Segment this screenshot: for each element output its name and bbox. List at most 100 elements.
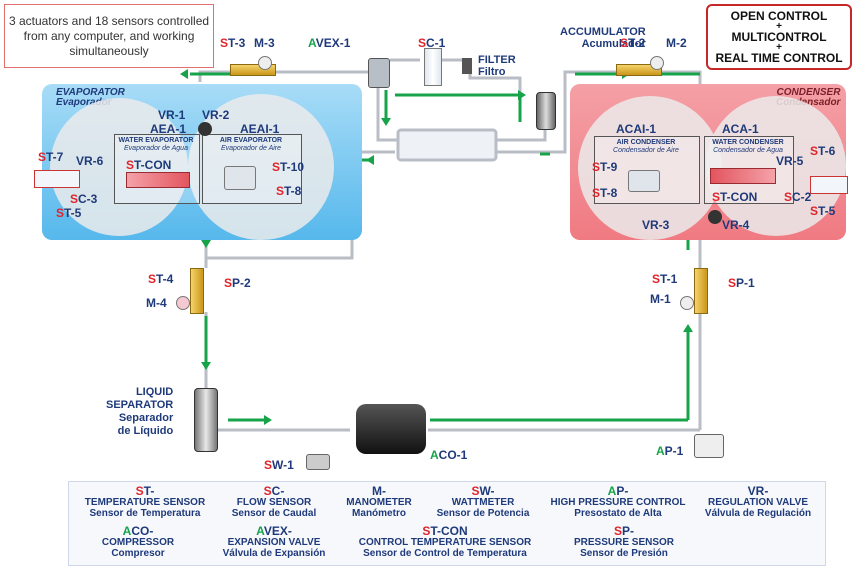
water-evaporator-sub: Evaporador de Agua	[124, 145, 188, 152]
tag-m1: M-1	[650, 292, 671, 306]
filter-icon	[462, 58, 472, 74]
air-condenser-label: AIR CONDENSER Condensador de Aire	[594, 139, 698, 155]
water-inlet-sign	[34, 170, 80, 188]
air-condenser-sub: Condensador de Aire	[613, 147, 679, 154]
condenser-subtitle: Condensador	[776, 97, 841, 108]
air-condenser-text: AIR CONDENSER	[616, 139, 676, 146]
tag-st1: ST-1	[652, 272, 678, 286]
tag-sc3: SC-3	[70, 192, 98, 206]
tag-st10: ST-10	[272, 160, 305, 174]
tag-aeai1: AEAI-1	[240, 122, 280, 136]
liquid-separator-label: LIQUID SEPARATOR Separador de Líquido	[106, 386, 173, 438]
tag-vr6: VR-6	[76, 154, 104, 168]
accumulator-text: ACCUMULATOR	[560, 26, 646, 38]
filter-label: FILTER Filtro	[478, 54, 516, 78]
tag-st5-e: ST-5	[56, 206, 82, 220]
evaporator-title-text: EVAPORATOR	[56, 87, 125, 98]
air-evaporator-text: AIR EVAPORATOR	[219, 137, 283, 144]
valve-icon-vr4	[708, 210, 722, 224]
filter-text: FILTER	[478, 54, 516, 66]
tag-stcon-c: ST-CON	[712, 190, 758, 204]
condenser-air-circle	[578, 96, 722, 240]
tag-st3: ST-3	[220, 36, 246, 50]
tag-vr4: VR-4	[722, 218, 750, 232]
air-evaporator-sub: Evaporador de Aire	[220, 145, 282, 152]
valve-icon-vr1	[198, 122, 212, 136]
water-evaporator-label: WATER EVAPORATOR Evaporador de Agua	[114, 137, 198, 153]
multicontrol-label: MULTICONTROL	[731, 30, 827, 44]
tag-acai1: ACAI-1	[616, 122, 657, 136]
filter-sub: Filtro	[478, 66, 506, 78]
tag-st7: ST-7	[38, 150, 64, 164]
tag-st8-c: ST-8	[592, 186, 618, 200]
tag-vr3: VR-3	[642, 218, 670, 232]
tag-sp2: SP-2	[224, 276, 251, 290]
plus-sign: +	[776, 42, 782, 53]
open-control-label: OPEN CONTROL	[730, 9, 828, 23]
tag-aca1: ACA-1	[722, 122, 759, 136]
evaporator-air-circle	[188, 94, 334, 240]
air-evaporator-label: AIR EVAPORATOR Evaporador de Aire	[202, 137, 300, 153]
flow-sensor-icon-sc1	[424, 48, 442, 86]
water-condenser-text: WATER CONDENSER	[712, 139, 784, 146]
accumulator-sub: Acumulador	[581, 38, 646, 50]
condenser-fan-icon	[628, 170, 660, 192]
accumulator-icon	[536, 92, 556, 130]
liquid-separator-icon	[194, 388, 218, 452]
info-note: 3 actuators and 18 sensors controlled fr…	[4, 4, 214, 68]
liquid-sep-line4: de Líquido	[117, 425, 174, 437]
water-evaporator-text: WATER EVAPORATOR	[118, 137, 194, 144]
water-evaporator-box	[114, 134, 200, 204]
condenser-water-circle	[706, 96, 846, 236]
condenser-title: CONDENSER Condensador	[776, 88, 840, 108]
tag-aco1: ACO-1	[430, 448, 468, 462]
water-condenser-sub: Condensador de Agua	[713, 147, 783, 154]
manometer-icon-m4	[176, 296, 190, 310]
tag-st2: ST-2	[620, 36, 646, 50]
tag-avex1: AVEX-1	[308, 36, 351, 50]
liquid-sep-line1: LIQUID	[135, 386, 174, 398]
liquid-sep-line3: Separador	[118, 412, 174, 424]
tag-stcon-e: ST-CON	[126, 158, 172, 172]
liquid-sep-line2: SEPARATOR	[106, 399, 174, 411]
sensor-block-left	[190, 268, 204, 314]
tag-ap1: AP-1	[656, 444, 684, 458]
info-text: 3 actuators and 18 sensors controlled fr…	[8, 13, 210, 58]
compressor-icon	[356, 404, 426, 454]
heater-element	[126, 172, 190, 188]
tag-sp1: SP-1	[728, 276, 755, 290]
control-modes-box: OPEN CONTROL + MULTICONTROL + REAL TIME …	[706, 4, 852, 70]
tag-sw1: SW-1	[264, 458, 294, 472]
pressure-control-icon	[694, 434, 724, 458]
plus-sign: +	[776, 21, 782, 32]
tag-st4: ST-4	[148, 272, 174, 286]
tag-st5-c: ST-5	[810, 204, 836, 218]
tag-st9: ST-9	[592, 160, 618, 174]
tag-st8-e: ST-8	[276, 184, 302, 198]
tag-sc1: SC-1	[418, 36, 446, 50]
evaporator-subtitle: Evaporador	[56, 97, 112, 108]
water-outlet-sign	[810, 176, 848, 194]
expansion-valve-icon	[368, 58, 390, 88]
wattmeter-icon	[306, 454, 330, 470]
tag-vr2: VR-2	[202, 108, 230, 122]
tag-m3: M-3	[254, 36, 275, 50]
condenser-title-text: CONDENSER	[776, 87, 841, 98]
manometer-icon-m2	[650, 56, 664, 70]
evaporator-water-circle	[50, 98, 188, 236]
manometer-icon-m3	[258, 56, 272, 70]
accumulator-label: ACCUMULATOR Acumulador	[560, 26, 646, 50]
tag-aea1: AEA-1	[150, 122, 187, 136]
tag-vr5: VR-5	[776, 154, 804, 168]
tag-m2: M-2	[666, 36, 687, 50]
